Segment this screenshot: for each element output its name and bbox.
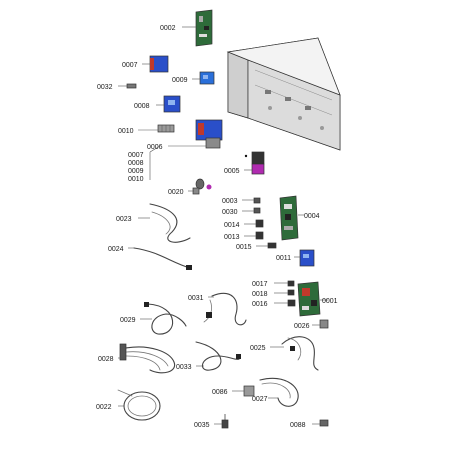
label-0016: 0016 — [252, 301, 268, 308]
part-0006-assembly — [195, 119, 223, 149]
part-0035-sensor — [221, 414, 229, 429]
part-0013-connector — [255, 231, 264, 240]
part-0009-relay — [199, 71, 215, 85]
part-0017-connector — [287, 280, 295, 287]
part-0025-cable — [281, 336, 319, 371]
label-0007-group: 0007 — [128, 152, 144, 159]
label-0029: 0029 — [120, 317, 136, 324]
control-box-housing — [226, 37, 341, 151]
label-0020: 0020 — [168, 189, 184, 196]
label-0005: 0005 — [224, 168, 240, 175]
label-0008-group: 0008 — [128, 160, 144, 167]
label-0018: 0018 — [252, 291, 268, 298]
label-0004: 0004 — [304, 213, 320, 220]
label-0017: 0017 — [252, 281, 268, 288]
label-0088: 0088 — [290, 422, 306, 429]
label-0031: 0031 — [188, 295, 204, 302]
part-0030-connector — [253, 207, 261, 214]
label-0007: 0007 — [122, 62, 138, 69]
part-0022-cable — [117, 389, 161, 421]
label-0027: 0027 — [252, 396, 268, 403]
label-0028: 0028 — [98, 356, 114, 363]
label-0002: 0002 — [160, 25, 176, 32]
part-0088-clip — [319, 419, 329, 427]
label-0022: 0022 — [96, 404, 112, 411]
label-0026: 0026 — [294, 323, 310, 330]
part-0028-cable-harness — [119, 343, 176, 374]
label-0001: 0001 — [322, 298, 338, 305]
part-0086-bracket — [243, 385, 255, 397]
part-0011-relay — [299, 249, 315, 267]
part-0010-terminal — [157, 124, 175, 133]
part-0005-valve — [244, 151, 265, 175]
part-0023-cable — [149, 203, 191, 243]
label-0086: 0086 — [212, 389, 228, 396]
part-0001-pcb — [297, 281, 321, 317]
label-0025: 0025 — [250, 345, 266, 352]
label-0008: 0008 — [134, 103, 150, 110]
part-0008-relay — [163, 95, 181, 113]
label-0010-group: 0010 — [128, 176, 144, 183]
label-0023: 0023 — [116, 216, 132, 223]
part-0027-cable — [259, 378, 299, 407]
part-0029-cable — [144, 302, 187, 335]
part-0032-clip — [126, 83, 137, 89]
label-0033: 0033 — [176, 364, 192, 371]
label-0035: 0035 — [194, 422, 210, 429]
part-0018-connector — [287, 289, 295, 296]
label-0006: 0006 — [147, 144, 163, 151]
part-0004-pcb — [279, 195, 299, 241]
label-0009: 0009 — [172, 77, 188, 84]
part-0002-pcb — [195, 9, 213, 47]
part-0016-connector — [287, 299, 296, 307]
label-0013: 0013 — [224, 234, 240, 241]
part-0024-cable — [133, 247, 192, 270]
label-0024: 0024 — [108, 246, 124, 253]
part-0033-cable — [195, 341, 241, 371]
part-0003-connector — [253, 197, 261, 204]
label-0015: 0015 — [236, 244, 252, 251]
label-0030: 0030 — [222, 209, 238, 216]
label-0009-group: 0009 — [128, 168, 144, 175]
label-0003: 0003 — [222, 198, 238, 205]
label-0032: 0032 — [97, 84, 113, 91]
part-0014-connector — [255, 219, 264, 228]
part-0026-connector — [319, 319, 329, 329]
label-0011: 0011 — [276, 255, 291, 262]
part-0015-connector — [267, 242, 277, 249]
part-0007-module — [149, 55, 169, 73]
part-0020-knob — [192, 178, 212, 195]
label-0010: 0010 — [118, 128, 134, 135]
label-0014: 0014 — [224, 222, 240, 229]
part-0031-cable — [203, 292, 247, 326]
